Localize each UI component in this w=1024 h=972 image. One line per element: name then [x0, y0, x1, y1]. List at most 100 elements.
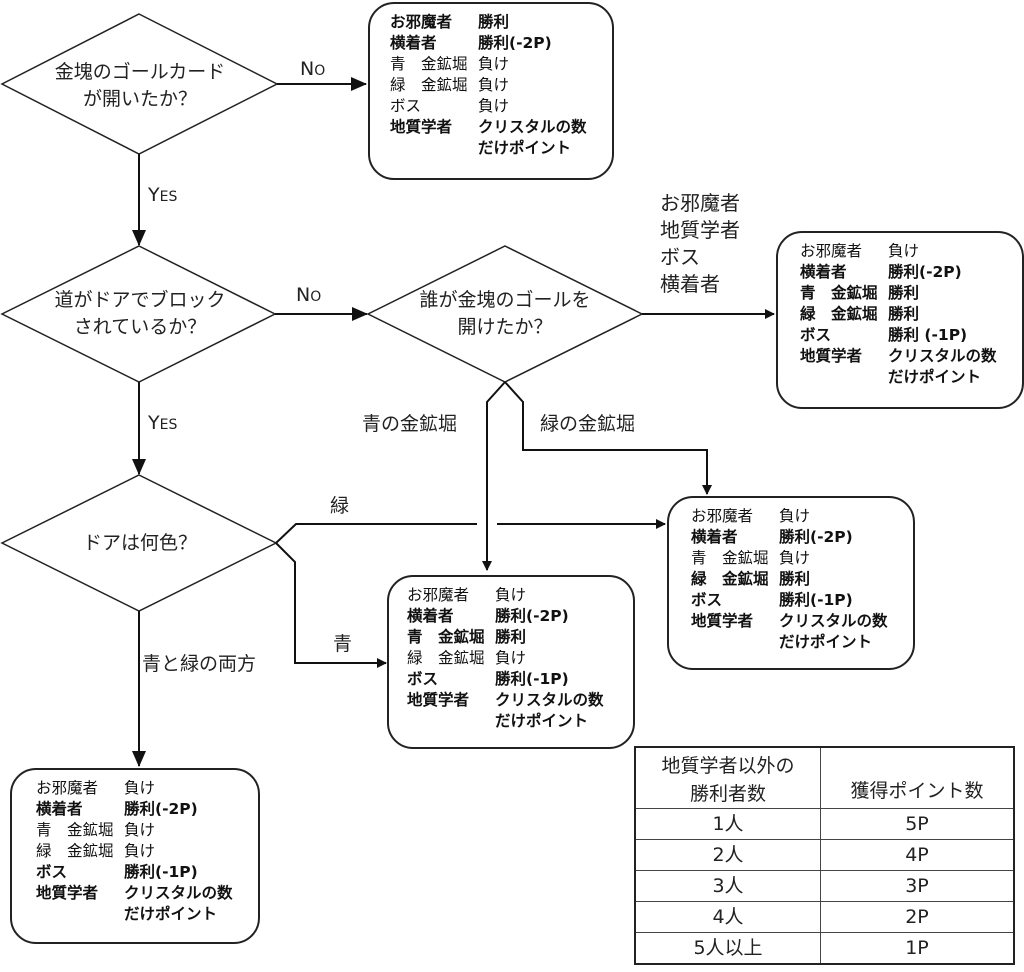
- header-line: 獲得ポイント数: [850, 780, 984, 802]
- outcome-role: ボス: [800, 326, 832, 344]
- outcome-role: [407, 711, 495, 732]
- outcome-role: [691, 632, 779, 653]
- outcome-result: 勝利(-2P): [495, 607, 569, 625]
- outcome-row: 地質学者クリスタルの数: [691, 611, 913, 632]
- outcome-row: 青 金鉱堀負け: [390, 54, 612, 75]
- cell-winners: 2人: [634, 839, 821, 871]
- outcome-role: ボス: [407, 670, 439, 688]
- cell-points: 1P: [820, 932, 1015, 965]
- cell-points: 2P: [820, 901, 1015, 933]
- outcome-result: 勝利(-1P): [495, 670, 569, 688]
- outcome-row: 青 金鉱堀勝利: [800, 283, 1022, 304]
- outcome-result: 勝利(-1P): [124, 863, 198, 881]
- label-yes1-rest: ES: [159, 189, 178, 205]
- outcome-row: 横着者勝利(-2P): [800, 262, 1022, 283]
- outcome-role: 緑 金鉱堀: [36, 842, 114, 860]
- outcome-role: 地質学者: [390, 118, 453, 136]
- outcome-result: クリスタルの数: [888, 347, 997, 365]
- outcome-role: 横着者: [800, 263, 847, 281]
- outcome-role: お邪魔者: [800, 242, 863, 260]
- outcome-row: お邪魔者勝利: [390, 12, 612, 33]
- outcome-role: 地質学者: [36, 884, 99, 902]
- outcome-row: 緑 金鉱堀勝利: [691, 569, 913, 590]
- outcome-row: 緑 金鉱堀負け: [390, 75, 612, 96]
- outcome-others-opened: お邪魔者負け横着者勝利(-2P)青 金鉱堀勝利緑 金鉱堀勝利ボス勝利 (-1P)…: [776, 231, 1024, 409]
- outcome-role: [36, 904, 124, 925]
- outcome-result: だけポイント: [779, 633, 873, 651]
- edge-green-door-a: [275, 523, 477, 544]
- outcome-result: 勝利: [779, 570, 811, 588]
- outcome-result: だけポイント: [888, 368, 982, 386]
- outcome-role: 横着者: [36, 800, 83, 818]
- outcome-row: だけポイント: [691, 632, 913, 653]
- outcome-result: 負け: [495, 586, 527, 604]
- outcome-row: 地質学者 クリスタルの数: [407, 690, 633, 711]
- outcome-not-opened: お邪魔者勝利横着者勝利(-2P)青 金鉱堀負け緑 金鉱堀負けボス負け地質学者クリ…: [368, 2, 614, 180]
- cell-winners: 4人: [634, 901, 821, 933]
- edge-green-miner: [504, 381, 712, 495]
- outcome-row: ボス 勝利(-1P): [36, 862, 258, 883]
- outcome-blue-wins: お邪魔者負け横着者勝利(-2P)青 金鉱堀勝利緑 金鉱堀負けボス勝利(-1P)地…: [387, 575, 635, 749]
- outcome-role: ボス: [36, 863, 68, 881]
- outcome-row: ボス勝利 (-1P): [800, 325, 1022, 346]
- cell-winners: 5人以上: [634, 932, 821, 965]
- others-item: お邪魔者: [660, 191, 740, 215]
- outcome-row: 地質学者 クリスタルの数: [36, 883, 258, 904]
- outcome-row: ボス負け: [390, 96, 612, 117]
- decision-door-color: ドアは何色？: [30, 530, 250, 557]
- outcome-result: 勝利: [478, 13, 510, 31]
- outcome-row: だけポイント: [36, 904, 258, 925]
- outcome-row: お邪魔者負け: [407, 585, 633, 606]
- label-no1-rest: O: [314, 63, 326, 79]
- outcome-result: 負け: [888, 242, 920, 260]
- outcome-role: 横着者: [390, 34, 437, 52]
- others-item: ボス: [660, 245, 700, 269]
- edge-blue-door: [275, 542, 387, 668]
- label-both: 青と緑の両方: [142, 653, 257, 675]
- label-others-list: お邪魔者 地質学者 ボス 横着者: [660, 190, 740, 298]
- outcome-role: 青 金鉱堀: [36, 821, 114, 839]
- outcome-role: 青 金鉱堀: [691, 549, 769, 567]
- label-yes1: YES: [148, 184, 177, 206]
- outcome-role: 緑 金鉱堀: [800, 305, 878, 323]
- outcome-role: 青 金鉱堀: [800, 284, 878, 302]
- label-yes2-first: Y: [148, 412, 160, 434]
- label-no1: NO: [300, 58, 325, 80]
- outcome-result: 負け: [478, 55, 510, 73]
- outcome-role: 地質学者: [407, 691, 470, 709]
- outcome-role: ボス: [390, 97, 422, 115]
- outcome-result: 負け: [495, 649, 527, 667]
- header-line: 勝利者数: [689, 783, 766, 805]
- label-no2-rest: O: [310, 289, 322, 305]
- decision-line: ドアは何色？: [82, 532, 197, 554]
- outcome-role: 緑 金鉱堀: [407, 649, 485, 667]
- outcome-row: 青 金鉱堀勝利: [407, 627, 633, 648]
- outcome-result: 負け: [779, 507, 811, 525]
- outcome-role: [390, 138, 478, 159]
- outcome-role: 横着者: [407, 607, 454, 625]
- outcome-result: 負け: [124, 779, 156, 797]
- outcome-row: 緑 金鉱堀負け: [36, 841, 258, 862]
- decision-door-block: 道がドアでブロック されているか？: [30, 287, 250, 341]
- outcome-result: クリスタルの数: [495, 691, 604, 709]
- outcome-role: お邪魔者: [36, 779, 99, 797]
- outcome-result: クリスタルの数: [124, 884, 233, 902]
- cell-points: 4P: [820, 839, 1015, 871]
- outcome-row: だけポイント: [407, 711, 633, 732]
- outcome-result: 負け: [124, 842, 156, 860]
- label-blue: 青: [333, 633, 353, 655]
- outcome-role: ボス: [691, 591, 723, 609]
- label-no1-first: N: [300, 58, 315, 80]
- outcome-row: お邪魔者 負け: [800, 241, 1022, 262]
- outcome-row: お邪魔者 負け: [36, 778, 258, 799]
- outcome-result: 負け: [779, 549, 811, 567]
- outcome-result: 負け: [478, 76, 510, 94]
- outcome-result: クリスタルの数: [478, 118, 587, 136]
- outcome-row: お邪魔者負け: [691, 506, 913, 527]
